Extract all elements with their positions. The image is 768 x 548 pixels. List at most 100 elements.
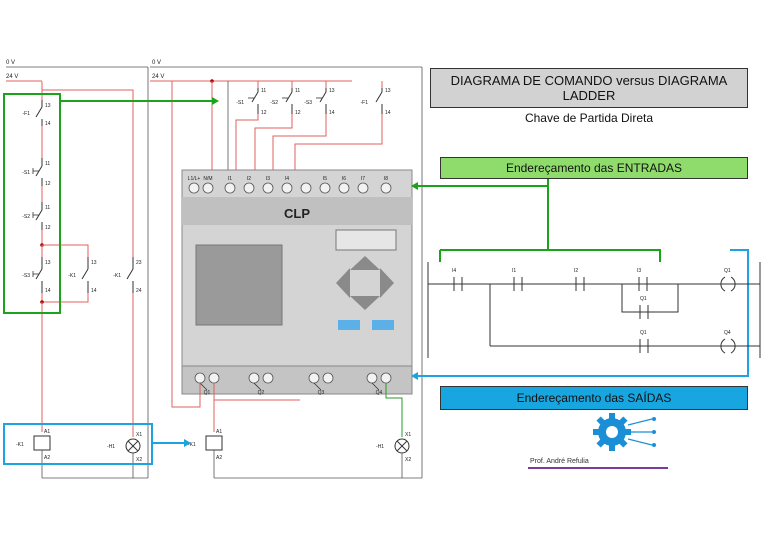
plc-output-contact-1 (199, 382, 208, 391)
input-switch-blade-1 (251, 91, 259, 103)
plc-lamp-cross (396, 440, 408, 452)
cmd-f1-switch-blade (35, 106, 43, 118)
ladder-inputs-bracket (440, 249, 661, 262)
logo-circuit-node (652, 430, 656, 434)
plc-header-band (182, 197, 412, 225)
input-terminal-top-4: 13 (385, 88, 391, 94)
plc-display (195, 244, 283, 326)
plc-left-button (336, 268, 350, 298)
rail-24v-label-right: 24 V (152, 74, 164, 80)
plc-input-terminal-5 (262, 182, 274, 194)
plc-label: CLP (284, 206, 310, 221)
cmd-coil-a2: A2 (44, 455, 50, 461)
cmd-lamp-x1: X1 (136, 432, 142, 438)
plc-output-terminal-2b (262, 372, 274, 384)
input-tag-4: -F1 (361, 100, 369, 106)
ladder-coil-q1-label: Q1 (724, 268, 731, 274)
ladder-label-i3: I3 (637, 268, 641, 274)
outputs-mapping-arrowhead (184, 439, 191, 447)
plc-output-label-4: Q4 (376, 390, 383, 396)
plc-output-contact-3 (313, 382, 322, 391)
cmd-f1-terminal-top: 13 (45, 103, 51, 109)
logo-circuit-line (627, 438, 653, 446)
input-terminal-bottom-4: 14 (385, 110, 391, 116)
plc-module (181, 169, 413, 395)
logo-circuit-line (627, 418, 653, 426)
author-credit: Prof. André Refulia (530, 458, 589, 465)
rail-0v-label-right: 0 V (152, 60, 161, 66)
cmd-s2-terminal-bottom: 12 (45, 225, 51, 231)
input-wire-4 (294, 114, 383, 171)
plc-lamp-x2: X2 (405, 457, 411, 463)
input-terminal-bottom-1: 12 (261, 110, 267, 116)
ladder-label-i4: I4 (452, 268, 456, 274)
plc-terminal-label-10: I7 (361, 176, 365, 182)
plc-terminal-label-5: I3 (266, 176, 270, 182)
ladder-coil-q1 (720, 276, 726, 292)
plc-output-terminal-4b (380, 372, 392, 384)
plc-output-terminal-3b (322, 372, 334, 384)
rail-24v-label-left: 24 V (6, 74, 18, 80)
plc-input-terminal-7 (300, 182, 312, 194)
cmd-s1-terminal-top: 11 (45, 161, 50, 167)
plc-input-terminal-4 (243, 182, 255, 194)
input-terminal-bottom-2: 12 (295, 110, 301, 116)
cmd-s2-terminal-top: 11 (45, 205, 50, 211)
output-q4-to-lamp (385, 383, 403, 437)
cmd-coil-tag: -K1 (16, 442, 24, 448)
logo-gear-tooth (609, 413, 615, 419)
logo-circuit-node (652, 443, 656, 447)
plc-input-terminal-11 (380, 182, 392, 194)
plc-coil-a2: A2 (216, 455, 222, 461)
ladder-label-rung2-q1: Q1 (640, 330, 647, 336)
plc-input-terminal-8 (319, 182, 331, 194)
plc-terminal-label-6: I4 (285, 176, 289, 182)
input-tag-2: -S2 (270, 100, 278, 106)
cmd-wire-seal (42, 244, 89, 257)
cmd-coil-symbol (33, 435, 51, 451)
plc-output-contact-4 (371, 382, 380, 391)
input-tag-1: -S1 (236, 100, 244, 106)
plc-input-terminal-3 (224, 182, 236, 194)
plc-terminal-label-1: L1/L+ (188, 176, 201, 182)
plc-input-terminal-1 (188, 182, 200, 194)
plc-up-button (350, 256, 380, 270)
cmd-lamp-x2: X2 (136, 457, 142, 463)
cmd-k1-seal-terminal-bottom: 14 (91, 288, 97, 294)
ladder-label-i2: I2 (574, 268, 578, 274)
cmd-f1-terminal-bottom: 14 (45, 121, 51, 127)
cmd-s1-terminal-bottom: 12 (45, 181, 51, 187)
logo-circuit-node (652, 417, 656, 421)
ladder-coil-q4 (730, 338, 736, 354)
input-terminal-top-3: 13 (329, 88, 335, 94)
inputs-addressing-label: Endereçamento das ENTRADAS (440, 157, 748, 179)
cmd-k1-lamp-tag: -K1 (113, 273, 121, 279)
plc-terminal-label-2: N/M (203, 176, 212, 182)
rail-0v-label-left: 0 V (6, 60, 15, 66)
cmd-k1-seal-tag: -K1 (68, 273, 76, 279)
cmd-lamp-cross (127, 440, 139, 452)
plc-terminal-label-4: I2 (247, 176, 251, 182)
input-wire-2 (254, 114, 293, 171)
inputs-mapping-arrowhead (212, 97, 219, 105)
plc-ok-button (372, 320, 394, 330)
plc-esc-button (338, 320, 360, 330)
plc-down-button (350, 296, 380, 310)
cmd-s3-tag: -S3 (22, 273, 30, 279)
ladder-diagram (454, 276, 736, 354)
plc-input-terminal-10 (357, 182, 369, 194)
output-common-wire (171, 81, 201, 408)
ladder-label-seal: Q1 (640, 296, 647, 302)
cmd-wire-seal (42, 293, 89, 303)
logo-gear-hole (606, 426, 618, 438)
input-terminal-top-2: 11 (295, 88, 300, 94)
cmd-lamp-tag: -H1 (107, 444, 115, 450)
ladder-coil-q4 (720, 338, 726, 354)
inputs-highlight-box (3, 93, 61, 314)
plc-output-terminal-3a (308, 372, 320, 384)
plc-lamp-x1: X1 (405, 432, 411, 438)
diagram-subtitle: Chave de Partida Direta (524, 111, 654, 125)
plc-terminal-label-8: I5 (323, 176, 327, 182)
input-switch-blade-3 (319, 91, 327, 103)
